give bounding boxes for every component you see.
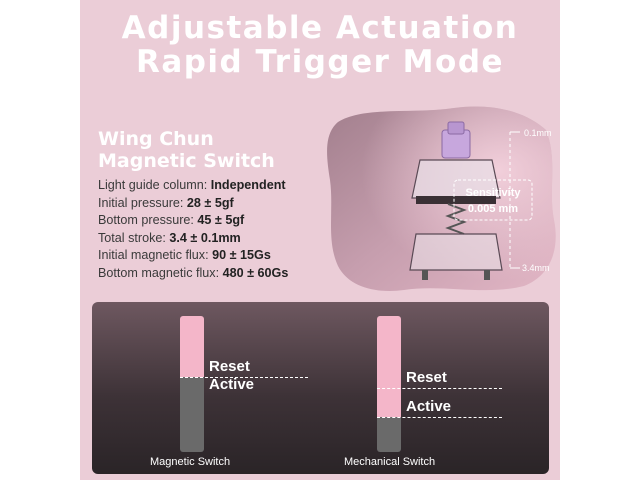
spec-label: Bottom pressure:	[98, 213, 198, 228]
magnetic-bar-reset-zone	[180, 316, 204, 377]
spec-label: Initial pressure:	[98, 195, 187, 210]
magnetic-threshold-line	[180, 377, 308, 378]
magnetic-bar-active-zone	[180, 377, 204, 452]
switch-name: Wing Chun Magnetic Switch	[98, 128, 275, 172]
comparison-card: Reset Active Magnetic Switch Reset Activ…	[92, 302, 549, 474]
spec-value: 45 ± 5gf	[197, 213, 245, 228]
switch-name-line-2: Magnetic Switch	[98, 150, 275, 172]
mechanical-upper-line	[377, 388, 502, 389]
spec-row: Initial pressure: 28 ± 5gf	[98, 195, 288, 213]
mechanical-active-label: Active	[406, 398, 452, 415]
switch-diagram: 0.1mm 3.4mm Sensitivity 0.005 mm	[327, 106, 556, 291]
mechanical-lower-line	[377, 417, 502, 418]
sensitivity-box	[453, 179, 533, 221]
spec-label: Light guide column:	[98, 178, 211, 192]
switch-housing-band	[416, 196, 496, 204]
switch-name-line-1: Wing Chun	[98, 128, 214, 150]
switch-stem-top	[447, 121, 465, 135]
spec-label: Total stroke:	[98, 230, 170, 245]
spec-row: Bottom pressure: 45 ± 5gf	[98, 212, 288, 230]
switch-pin-left	[422, 270, 428, 280]
magnetic-active-label: Active	[209, 376, 255, 393]
magnetic-reset-label: Reset	[209, 358, 250, 375]
mechanical-caption: Mechanical Switch	[344, 456, 436, 468]
magnetic-caption: Magnetic Switch	[150, 456, 231, 468]
spec-value: 90 ± 15Gs	[212, 248, 271, 263]
spec-row: Bottom magnetic flux: 480 ± 60Gs	[98, 265, 288, 283]
switch-lower-housing	[409, 233, 503, 271]
spec-row: Total stroke: 3.4 ± 0.1mm	[98, 230, 288, 248]
spec-value: 480 ± 60Gs	[222, 265, 289, 280]
mechanical-bar-reset-zone	[377, 316, 401, 417]
spec-value: 28 ± 5gf	[186, 195, 234, 210]
spec-value: 3.4 ± 0.1mm	[169, 230, 241, 245]
mechanical-bar-active-zone	[377, 417, 401, 452]
spec-label: Initial magnetic flux:	[98, 248, 213, 263]
product-panel: Adjustable Actuation Rapid Trigger Mode …	[80, 0, 560, 480]
title-line-1: Adjustable Actuation	[121, 10, 519, 46]
spec-label: Bottom magnetic flux:	[98, 265, 223, 280]
spec-row: Initial magnetic flux: 90 ± 15Gs	[98, 247, 288, 265]
spec-row: Light guide column: Independent	[98, 177, 288, 195]
spec-list: Light guide column: Independent Initial …	[98, 177, 288, 283]
switch-upper-housing	[411, 159, 501, 199]
title-line-2: Rapid Trigger Mode	[135, 44, 505, 80]
magnetic-bar	[180, 316, 204, 452]
measure-top-label: 0.1mm	[524, 128, 552, 138]
switch-pin-right	[484, 270, 490, 280]
mechanical-bar	[377, 316, 401, 452]
sensitivity-value: 0.005 mm	[468, 203, 518, 215]
spec-value: Independent	[210, 178, 286, 192]
mechanical-reset-label: Reset	[406, 369, 447, 386]
sensitivity-label: Sensitivity	[465, 187, 521, 199]
measure-bottom-label: 3.4mm	[522, 263, 550, 273]
